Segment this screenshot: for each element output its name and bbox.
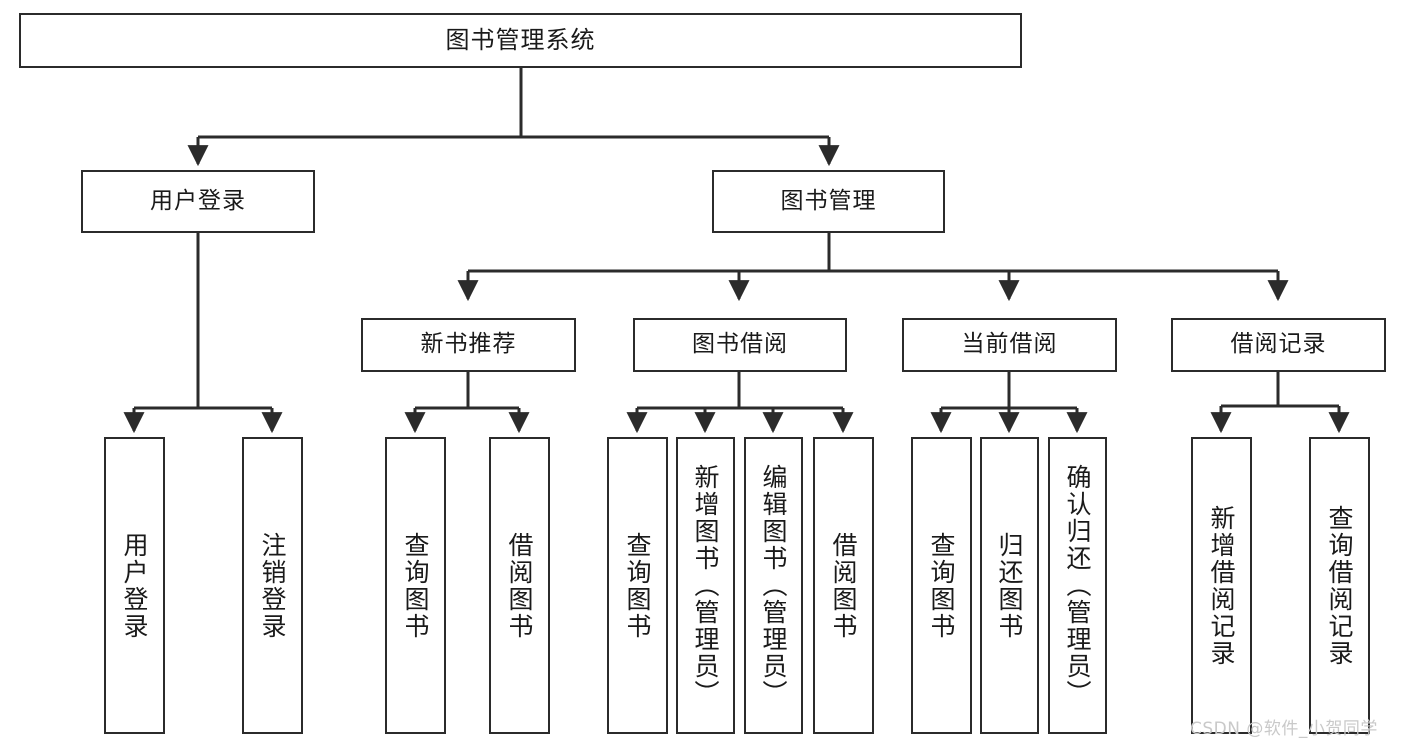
node-book-management[interactable]: 图书管理 [712,170,945,233]
node-label: 查询图书 [401,531,430,640]
leaf-current-borrow-return-book[interactable]: 归还图书 [980,437,1039,734]
leaf-borrow-record-add-record[interactable]: 新增借阅记录 [1191,437,1252,734]
node-label: 图书借阅 [692,331,788,358]
node-label: 借阅记录 [1230,331,1327,358]
leaf-book-borrow-borrow-book[interactable]: 借阅图书 [813,437,874,734]
node-user-login[interactable]: 用户登录 [81,170,315,233]
leaf-book-borrow-edit-book-admin[interactable]: 编辑图书（管理员） [744,437,803,734]
node-label: 新增图书（管理员） [691,464,720,707]
node-label: 新增借阅记录 [1207,504,1236,667]
node-label: 图书管理系统 [445,26,596,55]
node-label: 注销登录 [258,531,287,640]
node-current-borrow[interactable]: 当前借阅 [902,318,1117,372]
node-label: 查询借阅记录 [1325,504,1354,667]
leaf-new-book-query-book[interactable]: 查询图书 [385,437,446,734]
leaf-current-borrow-query-book[interactable]: 查询图书 [911,437,972,734]
leaf-new-book-borrow-book[interactable]: 借阅图书 [489,437,550,734]
node-book-borrow[interactable]: 图书借阅 [633,318,847,372]
leaf-book-borrow-add-book-admin[interactable]: 新增图书（管理员） [676,437,735,734]
node-label: 确认归还（管理员） [1063,464,1092,707]
node-new-book-recommend[interactable]: 新书推荐 [361,318,576,372]
leaf-current-borrow-confirm-return-admin[interactable]: 确认归还（管理员） [1048,437,1107,734]
node-label: 图书管理 [780,187,877,214]
node-borrow-record[interactable]: 借阅记录 [1171,318,1386,372]
node-label: 用户登录 [150,187,246,214]
node-label: 归还图书 [995,531,1024,640]
node-label: 查询图书 [623,531,652,640]
node-label: 编辑图书（管理员） [759,464,788,707]
leaf-user-login-login[interactable]: 用户登录 [104,437,165,734]
node-label: 用户登录 [120,531,149,640]
leaf-user-login-logout[interactable]: 注销登录 [242,437,303,734]
leaf-book-borrow-query-book[interactable]: 查询图书 [607,437,668,734]
node-label: 当前借阅 [961,331,1058,358]
node-label: 借阅图书 [829,531,858,640]
leaf-borrow-record-query-record[interactable]: 查询借阅记录 [1309,437,1370,734]
node-root-book-management-system[interactable]: 图书管理系统 [19,13,1022,68]
node-label: 借阅图书 [505,531,534,640]
watermark-csdn: CSDN @软件_小贺同学 [1190,719,1378,739]
node-label: 查询图书 [927,531,956,640]
node-label: 新书推荐 [420,331,517,358]
